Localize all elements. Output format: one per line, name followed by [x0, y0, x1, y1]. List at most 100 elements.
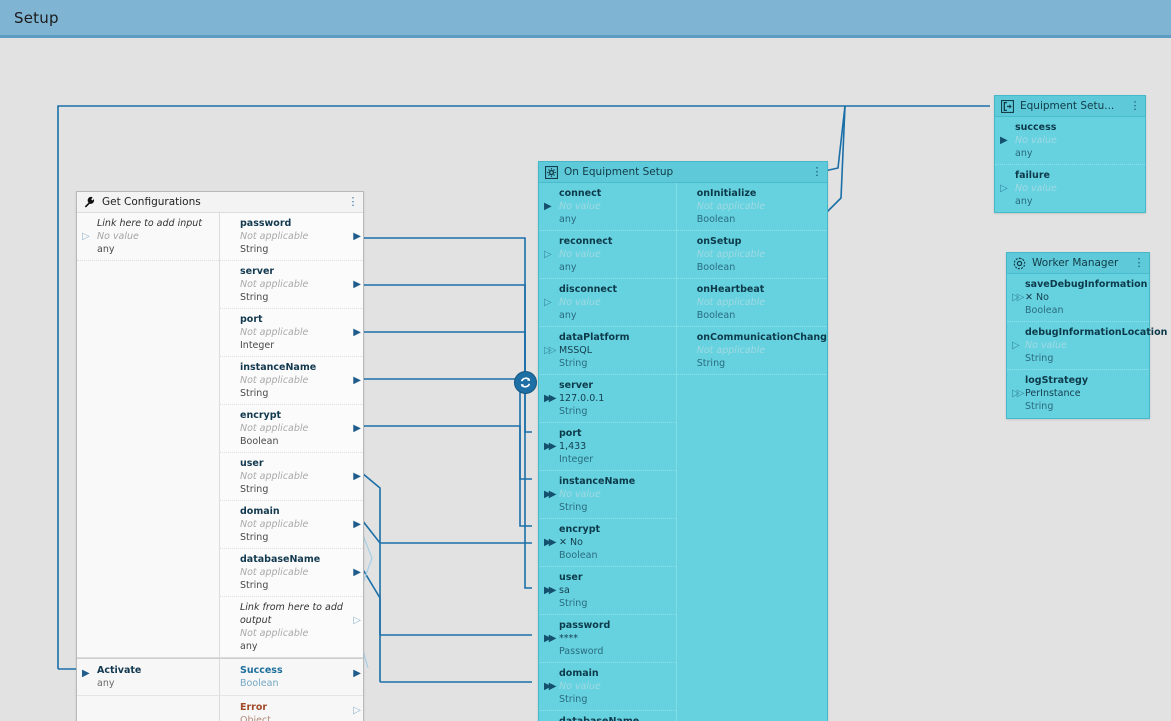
port-value: Not applicable	[240, 327, 309, 338]
input-connector-hollow-icon[interactable]: ▷	[544, 297, 552, 308]
node-equipment-setup[interactable]: Equipment Setu... ⋮ ▶ success No value a…	[994, 95, 1146, 213]
input-connector-double-icon[interactable]: ▶▶	[544, 537, 556, 548]
input-connector-double-hollow-icon[interactable]: ▷▷	[1012, 292, 1024, 303]
node-menu-button[interactable]: ⋮	[347, 195, 359, 208]
port-name: instanceName	[559, 476, 636, 487]
port-encrypt[interactable]: ▶ encrypt Not applicable Boolean	[220, 405, 363, 453]
output-connector-icon[interactable]: ▶	[353, 567, 361, 578]
input-connector-double-icon[interactable]: ▶▶	[544, 441, 556, 452]
output-connector-icon[interactable]: ▶	[353, 327, 361, 338]
port-encrypt[interactable]: ▶▶ encrypt ✕ No Boolean	[539, 519, 676, 567]
port-port[interactable]: ▶ port Not applicable Integer	[220, 309, 363, 357]
port-value: No value	[559, 249, 601, 260]
port-instance-name[interactable]: ▶ instanceName Not applicable String	[220, 357, 363, 405]
port-name: failure	[1015, 170, 1050, 181]
port-value: 127.0.0.1	[559, 393, 605, 404]
port-name: user	[559, 572, 583, 583]
output-connector-icon[interactable]: ▶	[353, 423, 361, 434]
port-reconnect[interactable]: ▷ reconnect No value any	[539, 231, 676, 279]
port-on-initialize[interactable]: ▶ onInitialize Not applicable Boolean	[676, 183, 827, 231]
node-header[interactable]: Equipment Setu... ⋮	[995, 96, 1145, 117]
input-connector-double-icon[interactable]: ▶▶	[544, 393, 556, 404]
port-database-name[interactable]: ▶▶ databaseName ACTIVE_V1 String	[539, 711, 676, 721]
exec-output-success[interactable]: ▶ Success Boolean	[220, 659, 363, 695]
input-connector-double-icon[interactable]: ▶▶	[544, 633, 556, 644]
port-domain[interactable]: ▶ domain Not applicable String	[220, 501, 363, 549]
port-save-debug-information[interactable]: ▷▷ saveDebugInformation ✕ No Boolean	[1007, 274, 1149, 322]
port-user[interactable]: ▶▶ user sa String	[539, 567, 676, 615]
node-header[interactable]: On Equipment Setup ⋮	[539, 162, 827, 183]
input-connector-hollow-icon[interactable]: ▷	[82, 231, 90, 242]
port-server[interactable]: ▶▶ server 127.0.0.1 String	[539, 375, 676, 423]
input-connector-double-icon[interactable]: ▶▶	[544, 585, 556, 596]
port-failure[interactable]: ▷ failure No value any	[995, 165, 1145, 212]
input-connector-hollow-icon[interactable]: ▷	[1012, 340, 1020, 351]
port-link-from-here-to-add-output[interactable]: ▷ Link from here to add output Not appli…	[220, 597, 363, 657]
port-database-name[interactable]: ▶ databaseName Not applicable String	[220, 549, 363, 597]
port-password[interactable]: ▶ password Not applicable String	[220, 213, 363, 261]
port-log-strategy[interactable]: ▷▷ logStrategy PerInstance String	[1007, 370, 1149, 418]
exec-output-error[interactable]: ▷ Error Object	[220, 696, 363, 721]
port-value: sa	[559, 585, 570, 596]
flow-canvas[interactable]: Get Configurations ⋮ ▷ Link here to add …	[0, 38, 1171, 721]
port-domain[interactable]: ▶▶ domain No value String	[539, 663, 676, 711]
port-link-here-to-add-input[interactable]: ▷ Link here to add input No value any	[77, 213, 219, 261]
input-connector-double-icon[interactable]: ▶▶	[544, 489, 556, 500]
node-on-equipment-setup[interactable]: On Equipment Setup ⋮ ▶ connect No value …	[538, 161, 828, 721]
output-connector-icon[interactable]: ▶	[353, 279, 361, 290]
node-menu-button[interactable]: ⋮	[811, 165, 823, 178]
port-name: domain	[240, 506, 280, 517]
node-get-configurations[interactable]: Get Configurations ⋮ ▷ Link here to add …	[76, 191, 364, 721]
port-on-setup[interactable]: ▶ onSetup Not applicable Boolean	[676, 231, 827, 279]
port-value: Not applicable	[240, 471, 309, 482]
node-header[interactable]: Get Configurations ⋮	[77, 192, 363, 213]
refresh-icon[interactable]	[514, 371, 537, 394]
exec-type: Boolean	[240, 678, 279, 689]
port-connect[interactable]: ▶ connect No value any	[539, 183, 676, 231]
input-connector-hollow-icon[interactable]: ▷	[1000, 183, 1008, 194]
port-data-platform[interactable]: ▷▷ dataPlatform MSSQL String	[539, 327, 676, 375]
port-name: server	[559, 380, 594, 391]
input-connector-hollow-icon[interactable]: ▷	[544, 249, 552, 260]
port-instance-name[interactable]: ▶▶ instanceName No value String	[539, 471, 676, 519]
port-value: Not applicable	[696, 201, 766, 212]
port-on-communication-change[interactable]: ▷ onCommunicationChange Not applicable S…	[676, 327, 828, 375]
port-name: databaseName	[559, 715, 662, 721]
input-port-column: ▶ connect No value any ▷ reconnect No va…	[539, 183, 677, 721]
port-password[interactable]: ▶▶ password **** Password	[539, 615, 676, 663]
port-success[interactable]: ▶ success No value any	[995, 117, 1145, 165]
port-name: onCommunicationChange	[696, 332, 828, 343]
port-value: No value	[97, 231, 139, 242]
port-disconnect[interactable]: ▷ disconnect No value any	[539, 279, 676, 327]
port-server[interactable]: ▶ server Not applicable String	[220, 261, 363, 309]
exec-output-connector-icon[interactable]: ▶	[353, 668, 361, 679]
input-connector-icon[interactable]: ▶	[1000, 135, 1008, 146]
input-connector-double-hollow-icon[interactable]: ▷▷	[544, 345, 556, 356]
node-ports: ▶ connect No value any ▷ reconnect No va…	[539, 183, 827, 721]
node-menu-button[interactable]: ⋮	[1133, 256, 1145, 269]
port-on-heartbeat[interactable]: ▷ onHeartbeat Not applicable Boolean	[676, 279, 827, 327]
input-connector-icon[interactable]: ▶	[544, 201, 552, 212]
exec-output-connector-hollow-icon[interactable]: ▷	[353, 705, 361, 716]
port-port[interactable]: ▶▶ port 1,433 Integer	[539, 423, 676, 471]
node-worker-manager[interactable]: Worker Manager ⋮ ▷▷ saveDebugInformation…	[1006, 252, 1168, 419]
output-connector-icon[interactable]: ▶	[353, 375, 361, 386]
node-menu-button[interactable]: ⋮	[1129, 99, 1141, 112]
input-connector-double-hollow-icon[interactable]: ▷▷	[1012, 388, 1024, 399]
port-name: instanceName	[240, 362, 317, 373]
exec-input-activate[interactable]: ▶ Activate any	[77, 659, 220, 695]
exec-input-connector-icon[interactable]: ▶	[82, 668, 90, 679]
node-header[interactable]: Worker Manager ⋮	[1007, 253, 1149, 274]
port-debug-information-location[interactable]: ▷ debugInformationLocation No value Stri…	[1007, 322, 1168, 370]
exec-type: any	[97, 678, 115, 689]
output-connector-icon[interactable]: ▶	[353, 519, 361, 530]
output-connector-hollow-icon[interactable]: ▷	[353, 615, 361, 626]
input-connector-double-icon[interactable]: ▶▶	[544, 681, 556, 692]
output-connector-icon[interactable]: ▶	[353, 231, 361, 242]
port-type: any	[559, 214, 577, 225]
output-connector-icon[interactable]: ▶	[353, 471, 361, 482]
port-name: reconnect	[559, 236, 613, 247]
port-name: debugInformationLocation	[1025, 327, 1168, 338]
port-user[interactable]: ▶ user Not applicable String	[220, 453, 363, 501]
port-name: success	[1015, 122, 1057, 133]
